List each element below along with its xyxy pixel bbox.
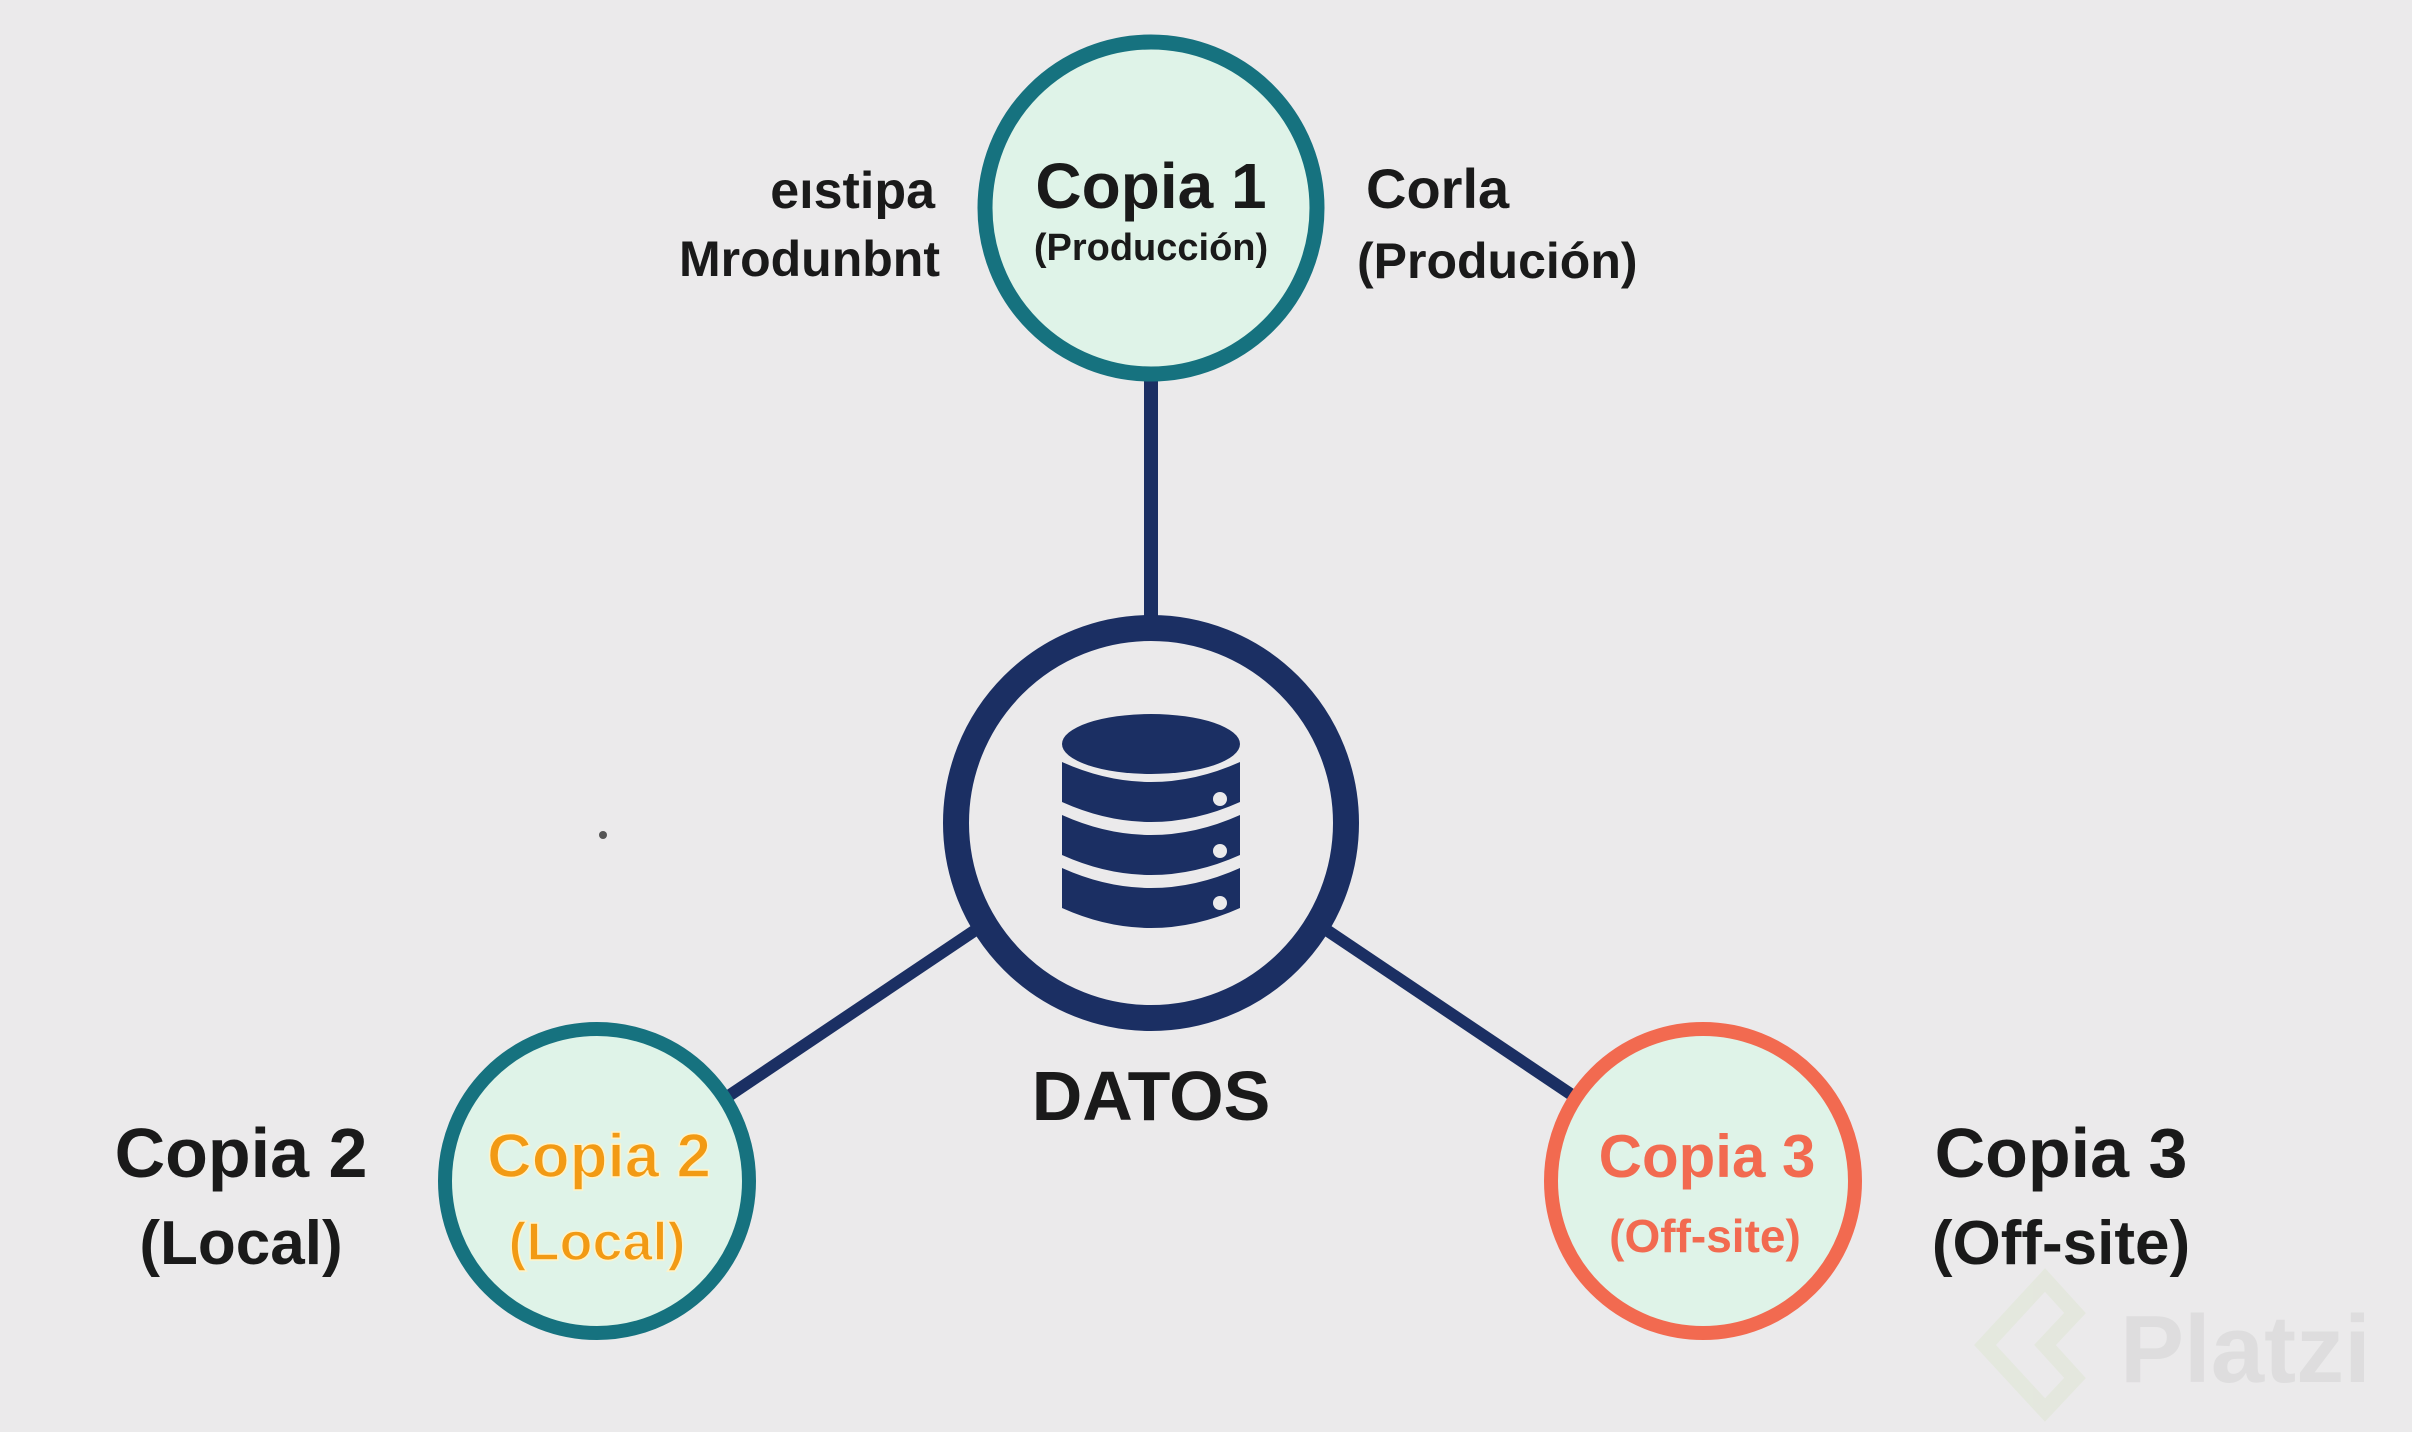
copy1-title: Copia 1 [1035, 150, 1266, 222]
copy2-node [438, 1022, 756, 1340]
connector-copy2 [723, 922, 984, 1102]
copy2-title: Copia 2 [487, 1122, 711, 1191]
copy2-subtitle: (Local) [508, 1212, 685, 1272]
copy3-outer-label-line2: (Off-site) [1932, 1209, 2190, 1278]
connector-copy3 [1318, 922, 1579, 1102]
datos-label: DATOS [1032, 1057, 1271, 1135]
platzi-watermark: Platzi [1974, 1268, 2371, 1422]
database-icon [1062, 714, 1240, 928]
datos-node [943, 615, 1359, 1031]
copy1-left-label-line1: eıstipa [770, 162, 936, 220]
copy1-subtitle: (Producción) [1034, 227, 1268, 269]
copy3-outer-label-line1: Copia 3 [1935, 1114, 2188, 1192]
platzi-logo-icon [1974, 1268, 2086, 1422]
copy1-left-label-line2: Mrodunbnt [679, 231, 940, 287]
copy2-outer-label-line2: (Local) [139, 1209, 342, 1278]
copy3-title: Copia 3 [1599, 1123, 1816, 1190]
watermark-text: Platzi [2120, 1296, 2371, 1403]
copy1-right-label-line1: Corla [1366, 157, 1510, 220]
copy2-outer-label-line1: Copia 2 [115, 1114, 368, 1192]
copy3-node [1544, 1022, 1862, 1340]
copy3-subtitle: (Off-site) [1609, 1210, 1801, 1262]
copy1-node [977, 34, 1325, 382]
stray-dot [599, 831, 607, 839]
copy1-right-label-line2: (Produción) [1357, 233, 1638, 289]
